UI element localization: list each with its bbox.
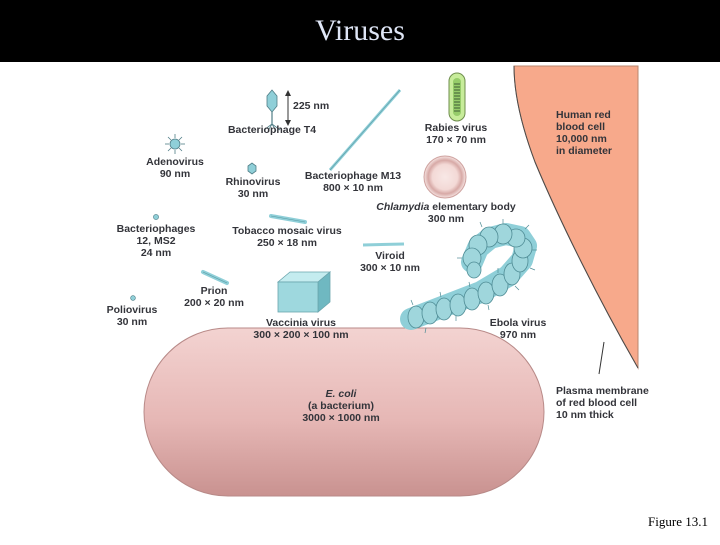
ecoli-name: E. coli bbox=[325, 388, 357, 400]
virus-size-figure: 225 nm Bacteriophage T4 Adenovirus 90 nm… bbox=[0, 62, 720, 540]
ms2-line-2: 12, MS2 bbox=[136, 235, 176, 247]
rhinovirus-size: 30 nm bbox=[237, 188, 269, 200]
rhinovirus-name: Rhinovirus bbox=[225, 176, 281, 188]
rabies-size: 170 × 70 nm bbox=[426, 134, 486, 146]
slide-title: Viruses bbox=[315, 14, 405, 47]
rbc-line-1: Human red bbox=[556, 109, 611, 121]
prion-label: Prion 200 × 20 nm bbox=[176, 285, 252, 309]
rabies-virus bbox=[448, 72, 466, 122]
chlamydia-size: 300 nm bbox=[427, 213, 465, 225]
poliovirus-size: 30 nm bbox=[116, 316, 148, 328]
t4-scale-label: 225 nm bbox=[293, 100, 330, 112]
viroid-name: Viroid bbox=[375, 250, 405, 262]
ms2-line-1: Bacteriophages bbox=[116, 223, 196, 235]
chlamydia-desc: elementary body bbox=[429, 201, 516, 213]
ecoli-desc: (a bacterium) bbox=[308, 400, 374, 412]
bacteriophage-m13-label: Bacteriophage M13 800 × 10 nm bbox=[298, 170, 408, 194]
ebola-spikes bbox=[410, 219, 537, 334]
rhinovirus bbox=[247, 162, 257, 175]
poliovirus-name: Poliovirus bbox=[106, 304, 158, 316]
prion-size: 200 × 20 nm bbox=[184, 297, 244, 309]
rabies-virus-label: Rabies virus 170 × 70 nm bbox=[416, 122, 496, 146]
membrane-leader-line bbox=[598, 341, 605, 375]
vaccinia-virus-label: Vaccinia virus 300 × 200 × 100 nm bbox=[246, 317, 356, 341]
viroid-label: Viroid 300 × 10 nm bbox=[352, 250, 428, 274]
ecoli-label: E. coli (a bacterium) 3000 × 1000 nm bbox=[286, 388, 396, 424]
bacteriophage-t4-label: Bacteriophage T4 bbox=[227, 124, 317, 136]
adenovirus bbox=[165, 134, 185, 154]
red-blood-cell-label: Human red blood cell 10,000 nm in diamet… bbox=[556, 109, 612, 157]
chlamydia-elementary-body bbox=[423, 155, 467, 199]
ms2-line-3: 24 nm bbox=[140, 247, 172, 259]
m13-size: 800 × 10 nm bbox=[323, 182, 383, 194]
title-bar bbox=[0, 0, 720, 62]
ebola-virus bbox=[400, 223, 537, 330]
adenovirus-size: 90 nm bbox=[159, 168, 191, 180]
adenovirus-label: Adenovirus 90 nm bbox=[140, 156, 210, 180]
membrane-line-2: of red blood cell bbox=[556, 397, 638, 409]
adenovirus-name: Adenovirus bbox=[146, 156, 204, 168]
prion-name: Prion bbox=[200, 285, 228, 297]
vaccinia-name: Vaccinia virus bbox=[265, 317, 337, 329]
ecoli-size: 3000 × 1000 nm bbox=[302, 412, 380, 424]
chlamydia-genus: Chlamydia bbox=[376, 201, 430, 213]
rbc-line-3: 10,000 nm bbox=[556, 133, 607, 145]
poliovirus-label: Poliovirus 30 nm bbox=[97, 304, 167, 328]
vaccinia-virus bbox=[276, 271, 332, 313]
rbc-line-4: in diameter bbox=[556, 145, 613, 157]
viroid-size: 300 × 10 nm bbox=[360, 262, 420, 274]
ebola-virus-label: Ebola virus 970 nm bbox=[482, 317, 554, 341]
membrane-line-3: 10 nm thick bbox=[556, 409, 614, 421]
ebola-size: 970 nm bbox=[499, 329, 537, 341]
ebola-name: Ebola virus bbox=[489, 317, 547, 329]
bacteriophage-ms2 bbox=[153, 214, 159, 220]
tobacco-mosaic-virus-label: Tobacco mosaic virus 250 × 18 nm bbox=[226, 225, 348, 249]
bacteriophage-t4 bbox=[263, 89, 281, 132]
rbc-line-2: blood cell bbox=[556, 121, 606, 133]
viroid bbox=[362, 242, 405, 247]
vaccinia-size: 300 × 200 × 100 nm bbox=[253, 329, 349, 341]
t4-scale-bar bbox=[285, 90, 291, 126]
plasma-membrane-label: Plasma membrane of red blood cell 10 nm … bbox=[556, 385, 649, 421]
chlamydia-label: Chlamydia elementary body 300 nm bbox=[368, 201, 524, 225]
figure-caption: Figure 13.1 bbox=[648, 514, 708, 529]
poliovirus bbox=[130, 295, 136, 301]
m13-name: Bacteriophage M13 bbox=[304, 170, 402, 182]
bacteriophages-ms2-label: Bacteriophages 12, MS2 24 nm bbox=[113, 223, 199, 259]
tmv-name: Tobacco mosaic virus bbox=[232, 225, 342, 237]
ecoli-cell bbox=[143, 327, 545, 497]
plasma-membrane bbox=[513, 65, 639, 369]
membrane-line-1: Plasma membrane bbox=[556, 385, 649, 397]
rhinovirus-label: Rhinovirus 30 nm bbox=[218, 176, 288, 200]
rabies-name: Rabies virus bbox=[424, 122, 488, 134]
figure-illustration bbox=[130, 65, 639, 497]
tmv-size: 250 × 18 nm bbox=[257, 237, 317, 249]
chlamydia-name: Chlamydia elementary body bbox=[368, 201, 524, 213]
